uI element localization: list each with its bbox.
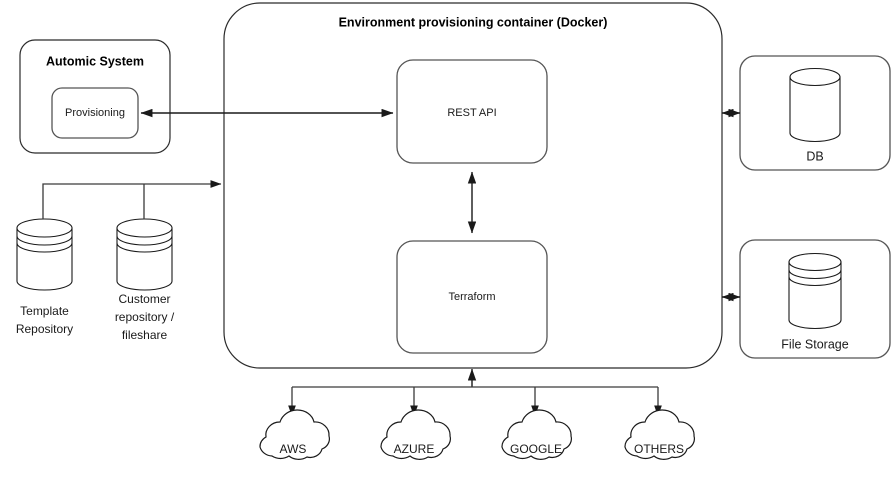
automic-system-title: Automic System [46,54,144,68]
cloud-others-label: OTHERS [634,442,684,456]
template-repository-cylinder-top [16,218,73,238]
template-repository[interactable]: Template Repository [16,218,73,336]
template-repository-label-line-2: Repository [16,322,73,336]
db-label: DB [806,149,823,163]
terraform-box[interactable]: Terraform [396,240,548,354]
file-storage-cylinder-top [788,252,842,272]
provisioning-container: Environment provisioning container (Dock… [223,2,723,369]
cloud-others-shape [624,409,696,460]
file-storage-cylinder-body [788,261,842,330]
file-storage-ring-1 [788,269,842,280]
file-storage-box[interactable]: File Storage [739,239,891,359]
connector-template-repository-to-container [42,180,222,219]
rest-api-label: REST API [447,107,496,119]
cloud-aws[interactable]: AWS [259,409,331,460]
terraform-box-shape [396,240,548,354]
automic-system-box-shape [19,39,171,154]
db-cylinder-body [789,76,841,143]
provisioning-inner-label: Provisioning [65,107,125,119]
cloud-provider-bus [288,368,662,417]
template-repository-ring-2 [16,242,73,253]
customer-repository-cylinder-top [116,218,173,238]
customer-repository-label-line-1: Customer [118,292,170,306]
file-storage-label: File Storage [781,337,848,351]
rest-api-box-shape [396,59,548,164]
automic-system-box[interactable]: Automic System Provisioning [19,39,171,154]
cloud-google-label: GOOGLE [510,442,562,456]
provisioning-container-title: Environment provisioning container (Dock… [339,15,608,29]
customer-repository-label-line-3: fileshare [122,328,168,342]
customer-repository-label-line-2: repository / [115,310,175,324]
cloud-azure[interactable]: AZURE [380,409,452,460]
db-cylinder-top [789,67,841,87]
customer-repository-ring-1 [116,235,173,246]
terraform-label: Terraform [448,291,495,303]
provisioning-inner-box[interactable] [51,87,139,139]
file-storage-ring-2 [788,276,842,287]
customer-repository-ring-2 [116,242,173,253]
rest-api-box[interactable]: REST API [396,59,548,164]
cloud-azure-label: AZURE [394,442,435,456]
cloud-azure-shape [380,409,452,460]
cloud-others[interactable]: OTHERS [624,409,696,460]
template-repository-ring-1 [16,235,73,246]
provisioning-container-border [223,2,723,369]
cloud-aws-shape [259,409,331,460]
customer-repository[interactable]: Customer repository / fileshare [115,218,175,342]
cloud-google-shape [501,409,573,460]
db-box[interactable]: DB [739,55,891,171]
cloud-google[interactable]: GOOGLE [501,409,573,460]
template-repository-label-line-1: Template [20,304,69,318]
cloud-aws-label: AWS [280,442,307,456]
